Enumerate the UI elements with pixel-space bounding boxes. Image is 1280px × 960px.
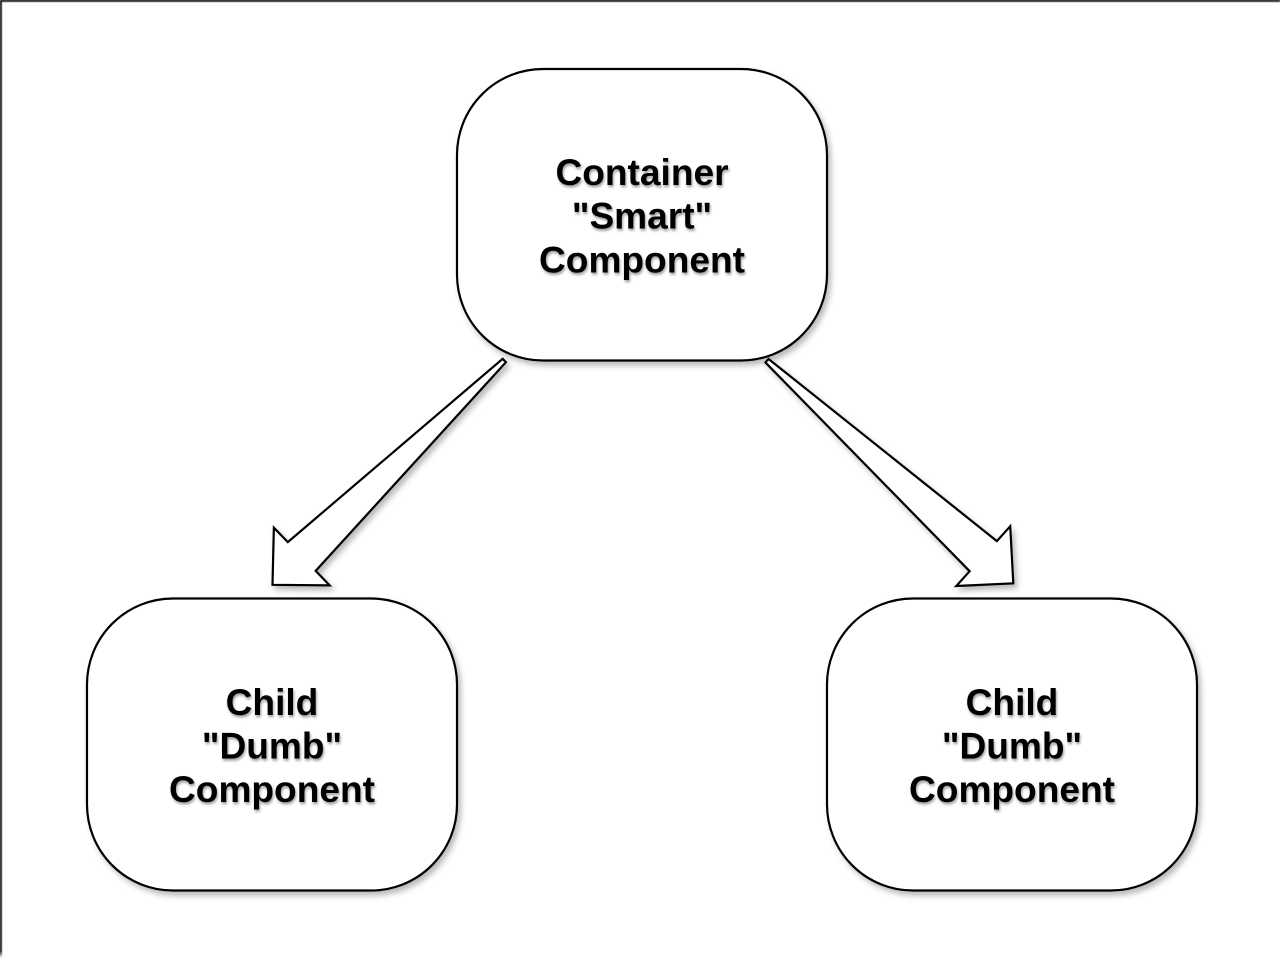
- svg-text:Container: Container: [555, 151, 728, 193]
- svg-text:Component: Component: [909, 768, 1115, 810]
- svg-text:Component: Component: [539, 238, 745, 280]
- svg-text:"Dumb": "Dumb": [202, 725, 342, 767]
- svg-text:Child: Child: [966, 681, 1059, 723]
- svg-text:Child: Child: [226, 681, 319, 723]
- svg-text:"Dumb": "Dumb": [942, 725, 1082, 767]
- svg-text:Component: Component: [169, 768, 375, 810]
- svg-text:"Smart": "Smart": [572, 195, 712, 237]
